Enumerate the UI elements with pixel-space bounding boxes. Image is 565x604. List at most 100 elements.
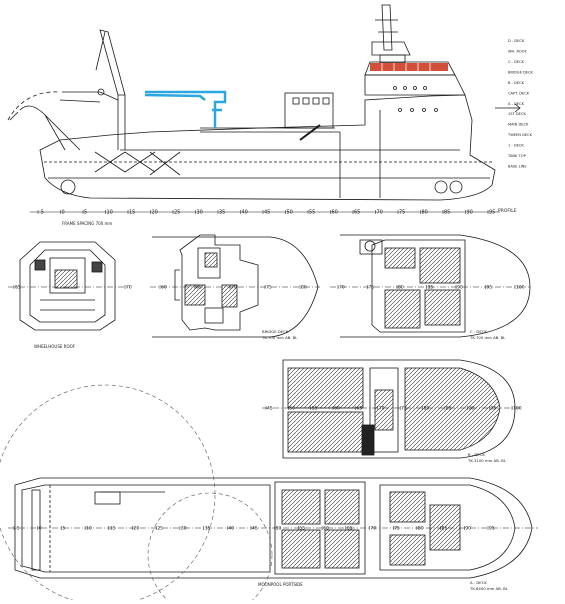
profile-view xyxy=(7,4,521,201)
frame-tick-label: 0 xyxy=(62,210,65,216)
frame-tick-label: 75 xyxy=(399,210,405,216)
frame-tick-label: 90 xyxy=(467,210,473,216)
b-deck-title: B - DECK xyxy=(468,452,485,457)
frame-tick-label: 10 xyxy=(86,526,92,532)
stern-a-frame xyxy=(9,105,81,151)
frame-tick-label: 80 xyxy=(424,406,430,412)
hull-outline xyxy=(39,94,496,201)
frame-tick-label: 35 xyxy=(219,210,225,216)
deck-level-label: BASE LINE xyxy=(508,165,527,169)
frame-tick-label: 20 xyxy=(152,210,158,216)
frame-tick-label: 30 xyxy=(197,210,203,216)
frame-tick-label: 65 xyxy=(356,406,362,412)
bridge-deck-plan xyxy=(152,234,319,338)
frame-tick-label: 55 xyxy=(299,526,305,532)
frame-tick-label: 100 xyxy=(516,285,525,291)
frame-tick-label: 45 xyxy=(264,210,270,216)
frame-tick-label: 95 xyxy=(491,406,497,412)
wheelhouse-roof-plan xyxy=(19,241,116,331)
bow-thruster-1 xyxy=(434,180,448,194)
frame-tick-label: -5 xyxy=(15,526,20,532)
frame-tick-label: 90 xyxy=(465,526,471,532)
crane-reach-circles xyxy=(0,384,273,604)
frame-tick-label: 70 xyxy=(339,285,345,291)
frame-tick-label: 40 xyxy=(242,210,248,216)
frame-tick-label: 65 xyxy=(354,210,360,216)
stern-propeller xyxy=(60,179,76,195)
frame-tick-label: 75 xyxy=(369,285,375,291)
deck-level-label: C - DECK xyxy=(508,60,525,64)
frame-tick-label: 10 xyxy=(107,210,113,216)
frame-tick-label: 15 xyxy=(110,526,116,532)
bridge-deck-level: TK.700 mm AB. BL xyxy=(261,335,298,340)
deck-crane-accent xyxy=(144,90,227,128)
frame-tick-label: 55 xyxy=(312,406,318,412)
superstructure xyxy=(364,74,466,96)
frame-tick-label: 90 xyxy=(468,406,474,412)
deck-level-label: TANK TOP xyxy=(507,154,527,158)
frame-tick-label: 25 xyxy=(157,526,163,532)
profile-title: PROFILE xyxy=(498,208,517,214)
frame-tick-label: 70 xyxy=(231,285,237,291)
frame-tick-label: 95 xyxy=(487,285,493,291)
deck-level-label: CAPT. DECK xyxy=(508,91,530,95)
frame-spacing-label: FRAME SPACING 700 mm xyxy=(62,221,112,226)
frame-tick-label: 20 xyxy=(134,526,140,532)
frame-tick-label: 45 xyxy=(252,526,258,532)
frame-tick-label: 75 xyxy=(401,406,407,412)
frame-tick-label: 100 xyxy=(513,406,522,412)
frame-tick-label: 85 xyxy=(442,526,448,532)
deck-level-label: WH. ROOF xyxy=(508,49,527,53)
frame-tick-label: 85 xyxy=(444,210,450,216)
frame-tick-label: 60 xyxy=(332,210,338,216)
wheelhouse-roof-title: WHEELHOUSE ROOF xyxy=(34,344,76,349)
frame-tick-label: 55 xyxy=(309,210,315,216)
frame-tick-label: 50 xyxy=(276,526,282,532)
portholes xyxy=(393,86,438,112)
bridge-deck-title: BRIDGE DECK xyxy=(262,329,289,334)
a-deck-title: A - DECK xyxy=(470,580,487,585)
frame-tick-label: 25 xyxy=(174,210,180,216)
frame-tick-label: 80 xyxy=(301,285,307,291)
stern-arc xyxy=(7,91,61,121)
frame-tick-label: 5 xyxy=(84,210,87,216)
b-deck-level: TK.3100 mm AB. BL xyxy=(467,458,507,463)
deck-level-label: MAIN DECK xyxy=(508,123,529,127)
moonpool-label: MOONPOOL PORTSIDE xyxy=(258,582,303,587)
main-crane xyxy=(95,29,126,150)
frame-tick-label: 35 xyxy=(205,526,211,532)
a-deck-level: TK.6400 mm AB. BL xyxy=(469,586,509,591)
bridge-windows-frame xyxy=(381,63,431,71)
frame-tick-label: 5 xyxy=(62,526,65,532)
frame-tick-label: 45 xyxy=(267,406,273,412)
frame-tick-label: 70 xyxy=(377,210,383,216)
a-deck-plan xyxy=(14,477,533,579)
deck-level-label: 1ST DECK xyxy=(508,112,526,116)
frame-tick-label: 90 xyxy=(457,285,463,291)
frame-tick-label: 70 xyxy=(126,285,132,291)
deck-level-label: BRIDGE DECK xyxy=(508,70,534,74)
frame-tick-label: 30 xyxy=(181,526,187,532)
frame-tick-label: 70 xyxy=(371,526,377,532)
frame-tick-label: 0 xyxy=(39,526,42,532)
b-deck-plan xyxy=(282,359,516,459)
frame-tick-label: 60 xyxy=(334,406,340,412)
frame-tick-label: 85 xyxy=(446,406,452,412)
frame-tick-label: 65 xyxy=(347,526,353,532)
frame-tick-label: 40 xyxy=(228,526,234,532)
frame-tick-label: 60 xyxy=(323,526,329,532)
deck-level-label: A - DECK xyxy=(508,102,525,106)
wheelhouse-frame-ticks: 65 70 xyxy=(13,285,132,291)
deck-level-label: B - DECK xyxy=(508,81,525,85)
frame-tick-label: 65 xyxy=(15,285,21,291)
bow-thruster-2 xyxy=(449,180,463,194)
frame-tick-label: 65 xyxy=(196,285,202,291)
frame-tick-label: 75 xyxy=(394,526,400,532)
deck-level-label: 1 - DECK xyxy=(508,144,524,148)
